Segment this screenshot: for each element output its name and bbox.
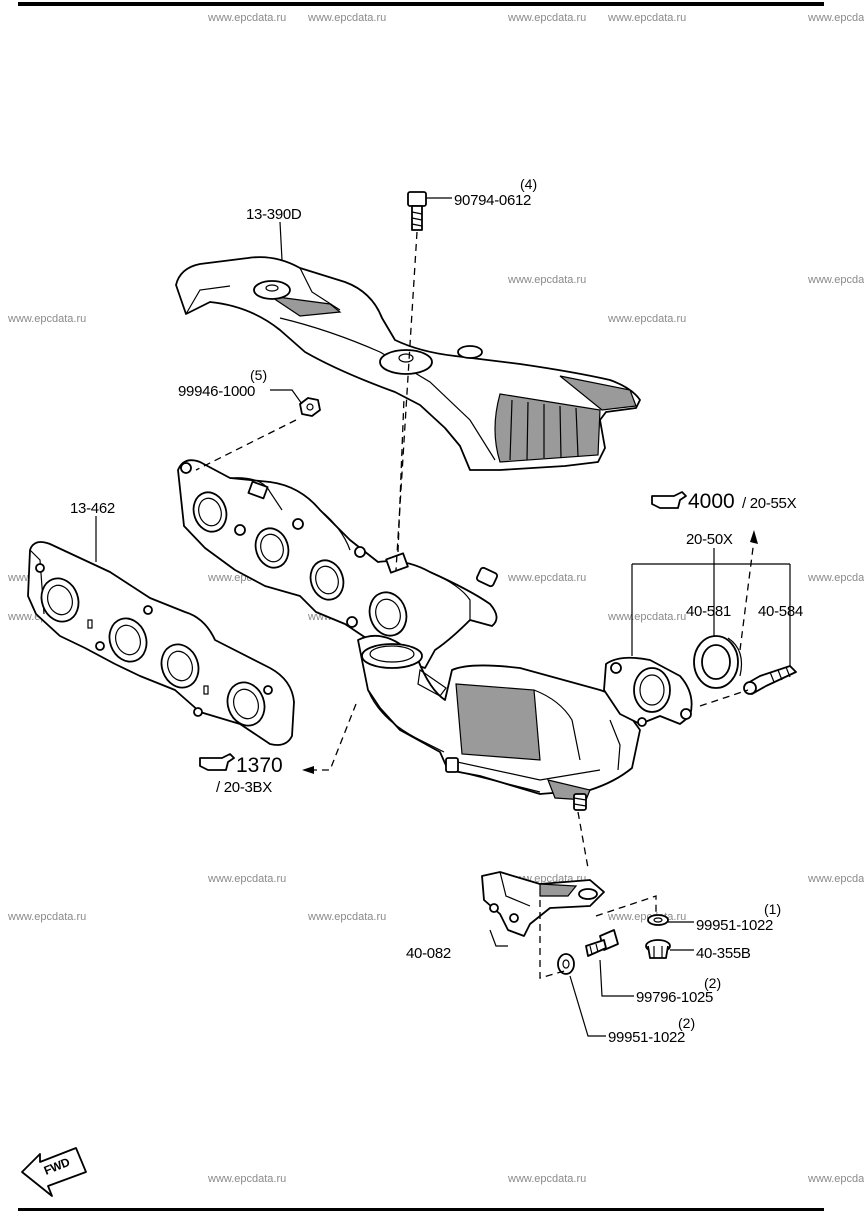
watermark: www.epcdata.ru: [607, 611, 686, 623]
fwd-arrow-icon: FWD: [21, 1147, 87, 1197]
bottom-border: [18, 1208, 824, 1211]
label-bolt-bracket-qty: (2): [704, 975, 721, 991]
label-gasket-ring: 40-581: [686, 603, 731, 620]
washer-bottom[interactable]: [557, 953, 575, 975]
watermark: www.epcdata.ru: [507, 12, 586, 24]
label-washer-bottom: 99951-1022: [608, 1029, 685, 1046]
watermark: www.epcdata.ru: [7, 313, 86, 325]
leader-lines: [95, 197, 791, 1037]
watermark: www.epcdata.ru: [7, 911, 86, 923]
label-washer-top-qty: (1): [764, 901, 781, 917]
watermark: www.epcdata.ru: [607, 313, 686, 325]
catalyst-bracket[interactable]: [481, 871, 605, 937]
label-washer-bottom-qty: (2): [678, 1015, 695, 1031]
label-nut-qty: (5): [250, 367, 267, 383]
label-heat-insulator: 13-390D: [246, 206, 302, 223]
assembly-lines: [195, 231, 755, 979]
label-ref-1370-sub: / 20-3BX: [216, 779, 272, 796]
washer-top[interactable]: [647, 914, 669, 926]
hand-pointer-icon: [199, 753, 235, 771]
watermarks: www.epcdata.ru www.epcdata.ru www.epcdat…: [7, 12, 864, 1185]
label-ref-1370: 1370: [236, 754, 283, 777]
flange-nut[interactable]: [645, 939, 671, 959]
watermark: www.epcdata.ru: [307, 911, 386, 923]
label-bolt-bracket: 99796-1025: [636, 989, 713, 1006]
watermark: www.epcdata.ru: [207, 873, 286, 885]
exhaust-manifold[interactable]: [177, 459, 499, 669]
watermark: www.epcdata.ru: [807, 12, 864, 24]
label-ref-4000: 4000: [688, 490, 735, 513]
bolt-bracket[interactable]: [585, 929, 619, 957]
arrow-head-4000: [750, 530, 758, 544]
watermark: www.epcdata.ru: [807, 873, 864, 885]
label-stud: 40-584: [758, 603, 803, 620]
watermark: www.epcdata.ru: [807, 572, 864, 584]
label-washer-top: 99951-1022: [696, 917, 773, 934]
watermark: www.epcdata.ru: [307, 12, 386, 24]
watermark: www.epcdata.ru: [207, 1173, 286, 1185]
nut-manifold[interactable]: [299, 397, 321, 417]
watermark: www.epcdata.ru: [607, 911, 686, 923]
top-border: [18, 2, 824, 6]
arrow-head-1370: [302, 766, 314, 774]
label-bracket: 40-082: [406, 945, 451, 962]
watermark: www.epcdata.ru: [507, 572, 586, 584]
watermark: www.epcdata.ru: [507, 1173, 586, 1185]
label-manifold-gasket: 13-462: [70, 500, 115, 517]
watermark: www.epcdata.ru: [607, 12, 686, 24]
label-nut: 99946-1000: [178, 383, 255, 400]
catalytic-converter[interactable]: [357, 634, 693, 811]
watermark: www.epcdata.ru: [507, 274, 586, 286]
watermark: www.epcdata.ru: [807, 1173, 864, 1185]
manifold-gasket[interactable]: [27, 541, 295, 746]
heat-insulator[interactable]: [175, 256, 641, 471]
gasket-ring[interactable]: [693, 635, 743, 689]
label-bolt-top: 90794-0612: [454, 192, 531, 209]
bolt-top[interactable]: [407, 191, 427, 231]
hand-pointer-icon: [651, 491, 687, 509]
stud-bolt[interactable]: [743, 665, 797, 695]
label-ref-4000-sub: / 20-55X: [742, 495, 797, 512]
label-bolt-top-qty: (4): [520, 176, 537, 192]
watermark: www.epcdata.ru: [207, 12, 286, 24]
label-gasket-set: 20-50X: [686, 531, 733, 548]
watermark: www.epcdata.ru: [807, 274, 864, 286]
label-flange-nut: 40-355B: [696, 945, 751, 962]
